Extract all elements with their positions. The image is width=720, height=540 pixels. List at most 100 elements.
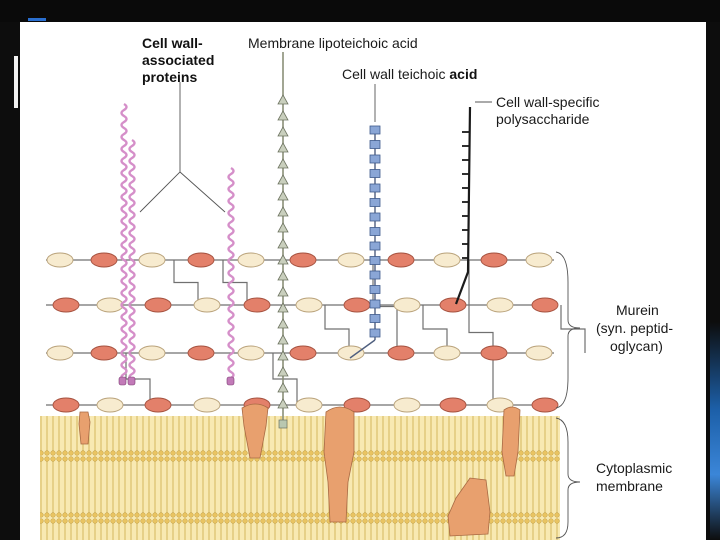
peptide-crosslink — [422, 305, 448, 353]
lipoteichoic-unit — [277, 206, 289, 217]
lipoteichoic-units — [277, 94, 289, 409]
glycan-bead-dark — [187, 345, 215, 361]
glycan-bead-dark — [289, 345, 317, 361]
glycan-bead-light — [96, 397, 124, 413]
label-teichoic-prefix: Cell wall teichoic — [342, 66, 449, 82]
wall-protein-anchor-right — [226, 376, 235, 386]
teichoic-unit — [369, 183, 381, 193]
lipoteichoic-unit — [277, 238, 289, 249]
glycan-bead-light — [337, 345, 365, 361]
teichoic-unit — [369, 299, 381, 309]
lipoteichoic-unit — [277, 382, 289, 393]
peptide-crosslink — [125, 353, 151, 405]
wall-protein-anchor-middle — [127, 376, 136, 386]
label-lipoteichoic: Membrane lipoteichoic acid — [248, 35, 418, 51]
label-murein-line1: Murein — [616, 302, 659, 318]
peptide-crosslink — [324, 305, 350, 353]
lipoteichoic-unit — [277, 126, 289, 137]
glycan-bead-dark — [90, 345, 118, 361]
lipoteichoic-unit — [277, 222, 289, 233]
glycan-bead-light — [193, 397, 221, 413]
right-frame-strip — [706, 22, 720, 540]
glycan-bead-dark — [439, 297, 467, 313]
teichoic-unit — [369, 140, 381, 149]
glycan-bead-light — [46, 252, 74, 268]
cell-wall-associated-proteins — [118, 102, 235, 386]
left-notch — [14, 56, 18, 108]
glycan-bead-dark — [144, 297, 172, 313]
lipoteichoic-unit — [277, 254, 289, 265]
glycan-bead-light — [96, 297, 124, 313]
glycan-bead-light — [393, 397, 421, 413]
label-polysaccharide-line1: Cell wall-specific — [496, 94, 599, 110]
glycan-bead-light — [237, 345, 265, 361]
teichoic-unit — [369, 154, 381, 164]
membrane-protein-anchor — [241, 403, 269, 459]
glycan-bead-light — [237, 252, 265, 268]
teichoic-unit — [369, 125, 381, 135]
lipoteichoic-unit — [277, 142, 289, 153]
glycan-bead-dark — [531, 397, 559, 413]
membrane-protein-small — [78, 411, 91, 445]
lipoteichoic-unit — [277, 318, 289, 329]
lipoteichoic-unit — [277, 190, 289, 201]
glycan-bead-light — [433, 252, 461, 268]
lipoteichoic-anchor — [278, 419, 288, 429]
teichoic-unit — [369, 227, 381, 236]
glycan-bead-light — [138, 345, 166, 361]
label-teichoic: Cell wall teichoic acid — [342, 66, 477, 82]
label-leaders — [139, 82, 581, 539]
lipoteichoic-unit — [277, 398, 289, 409]
glycan-bead-dark — [90, 252, 118, 268]
teichoic-unit — [369, 256, 381, 265]
cell-wall-teichoic-acid — [349, 125, 381, 359]
peptide-crosslink — [372, 260, 398, 353]
glycan-bead-dark — [187, 252, 215, 268]
glycan-bead-light — [193, 297, 221, 313]
glycan-bead-light — [433, 345, 461, 361]
glycan-bead-light — [295, 297, 323, 313]
teichoic-unit — [369, 285, 381, 294]
peptide-crosslink — [272, 353, 298, 405]
glycan-bead-dark — [343, 297, 371, 313]
teichoic-unit — [369, 212, 381, 222]
membrane-upper-leaflet — [40, 416, 560, 478]
wall-protein-anchor-left — [118, 376, 127, 386]
glycan-bead-dark — [243, 297, 271, 313]
polysaccharide-backbone — [454, 106, 472, 305]
label-proteins-line2: associated — [142, 52, 214, 68]
left-frame-strip — [0, 22, 20, 540]
label-membrane-line1: Cytoplasmic — [596, 460, 672, 476]
lipoteichoic-unit — [277, 110, 289, 121]
label-polysaccharide-line2: polysaccharide — [496, 111, 590, 127]
glycan-bead-dark — [52, 297, 80, 313]
membrane-protein-right — [501, 406, 521, 477]
glycan-bead-dark — [387, 345, 415, 361]
polysaccharide-side-branches — [462, 131, 469, 259]
glycan-bead-dark — [439, 397, 467, 413]
lipoteichoic-unit — [277, 286, 289, 297]
glycan-bead-light — [393, 297, 421, 313]
glycan-bead-light — [138, 252, 166, 268]
lipoteichoic-unit — [277, 350, 289, 361]
membrane-lipoteichoic-acid — [277, 52, 289, 429]
cell-wall-specific-polysaccharide — [454, 106, 472, 305]
lipoteichoic-unit — [277, 94, 289, 105]
wall-protein-wave-middle — [128, 138, 136, 382]
right-glow — [710, 322, 720, 540]
wall-protein-wave-left — [120, 102, 128, 382]
lipoteichoic-unit — [277, 158, 289, 169]
label-membrane-line2: membrane — [596, 478, 663, 494]
cell-wall-diagram: Cell wall- associated proteins Membrane … — [40, 35, 673, 540]
glycan-bead-dark — [144, 397, 172, 413]
glycan-bead-dark — [52, 397, 80, 413]
glycan-bead-light — [525, 345, 553, 361]
teichoic-unit — [369, 270, 381, 280]
glycan-bead-light — [525, 252, 553, 268]
peptide-crosslink — [173, 260, 199, 305]
top-accent-line — [28, 18, 46, 21]
teichoic-unit — [369, 241, 381, 251]
peptide-crosslink — [468, 260, 494, 405]
label-proteins-line1: Cell wall- — [142, 35, 203, 51]
label-murein-line3: oglycan) — [610, 338, 663, 354]
